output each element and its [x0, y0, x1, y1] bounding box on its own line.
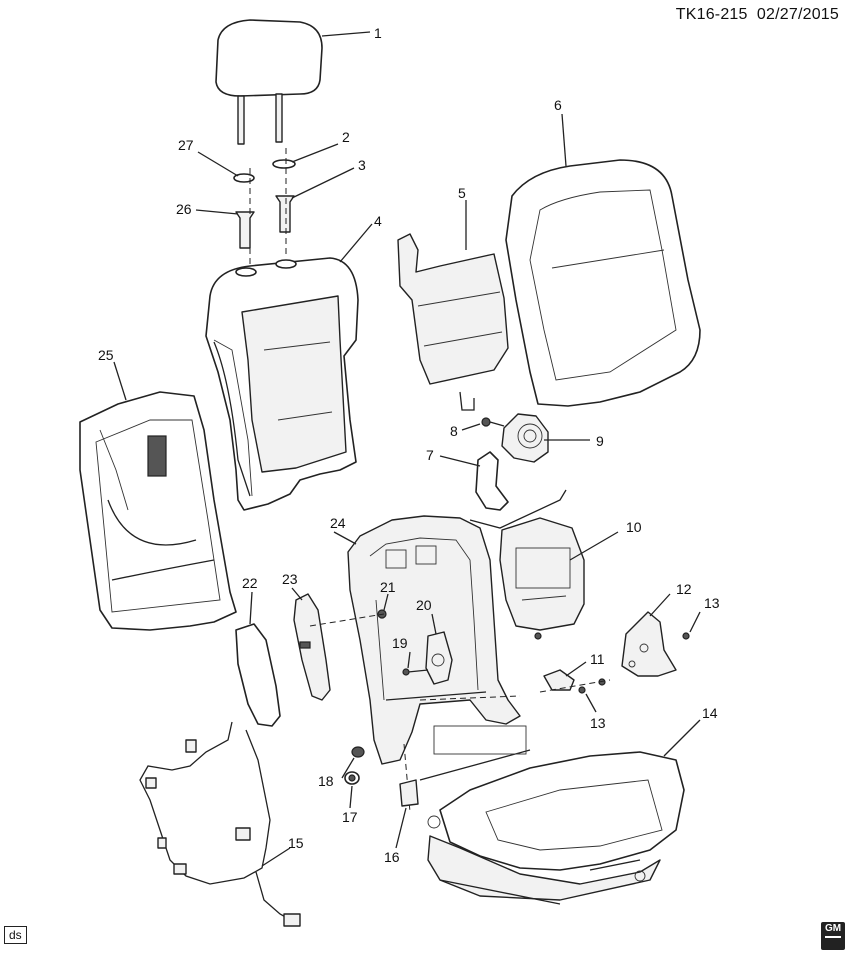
part-screws-13 [578, 632, 690, 694]
callout-6: 6 [554, 97, 562, 113]
drawing-code: TK16-215 [675, 6, 748, 23]
ds-badge: ds [4, 926, 27, 944]
callout-4: 4 [374, 213, 382, 229]
gm-logo-icon: GM [821, 922, 845, 950]
callout-7: 7 [426, 447, 434, 463]
callout-22: 22 [242, 575, 258, 591]
part-lumbar-support [397, 233, 509, 411]
part-screw-8 [481, 417, 505, 427]
part-side-cushion [235, 623, 281, 727]
part-headrest-guides [235, 195, 295, 249]
part-trim-strip [399, 725, 531, 807]
part-seat-back-cover [505, 159, 701, 407]
part-trim-cover [475, 451, 509, 511]
part-cap-17 [344, 771, 360, 785]
callout-labels: 1 2 3 4 5 6 7 8 9 10 11 12 13 13 14 15 1… [98, 25, 720, 865]
callout-25: 25 [98, 347, 114, 363]
callout-20: 20 [416, 597, 432, 613]
callout-24: 24 [330, 515, 346, 531]
part-guide-bezels [233, 159, 296, 183]
part-washer-18 [351, 746, 365, 758]
callout-14: 14 [702, 705, 718, 721]
callout-11: 11 [590, 651, 605, 667]
part-side-bolster [293, 593, 331, 701]
leader-lines [113, 31, 701, 867]
part-motor-20 [425, 631, 453, 685]
callout-5: 5 [458, 185, 466, 201]
part-seat-cushion-assembly [427, 751, 685, 905]
callout-18: 18 [318, 773, 334, 789]
callout-10: 10 [626, 519, 642, 535]
part-seat-back-cushion [205, 257, 359, 511]
alignment-lines [249, 148, 611, 813]
part-lumbar-mechanism [469, 489, 585, 640]
callout-8: 8 [450, 423, 458, 439]
callout-9: 9 [596, 433, 604, 449]
part-headrest [215, 19, 323, 145]
callout-21: 21 [380, 579, 396, 595]
drawing-date: 02/27/2015 [756, 6, 839, 23]
callout-23: 23 [282, 571, 298, 587]
callout-19: 19 [392, 635, 408, 651]
callout-13b: 13 [590, 715, 606, 731]
part-recliner-actuator [501, 413, 549, 463]
callout-15: 15 [288, 835, 304, 851]
callout-27: 27 [178, 137, 194, 153]
callout-13a: 13 [704, 595, 720, 611]
callout-17: 17 [342, 809, 358, 825]
part-bolt-19 [402, 668, 429, 676]
part-side-bracket [621, 611, 677, 677]
callout-1: 1 [374, 25, 382, 41]
callout-12: 12 [676, 581, 692, 597]
part-wiring-harness [139, 721, 301, 927]
drawing-header: TK16-215 02/27/2015 [676, 6, 839, 24]
callout-3: 3 [358, 157, 366, 173]
callout-26: 26 [176, 201, 192, 217]
callout-2: 2 [342, 129, 350, 145]
part-seat-back-panel [79, 391, 237, 631]
callout-16: 16 [384, 849, 400, 865]
